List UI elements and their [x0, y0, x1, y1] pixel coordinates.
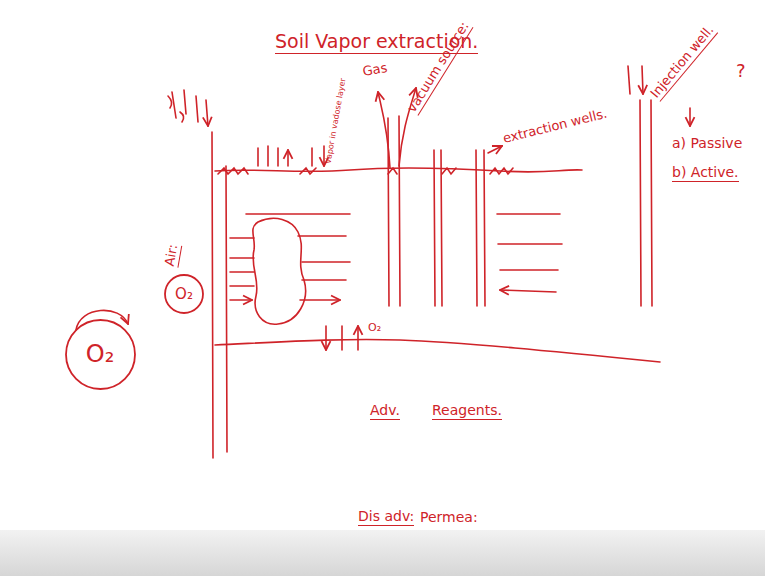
circle-text: O₂	[175, 286, 193, 303]
water-table	[215, 339, 660, 362]
sketch-label: Air:	[162, 243, 182, 268]
flow-arrows	[497, 214, 562, 292]
down-arrows	[628, 66, 643, 94]
sketch-label: b) Active.	[672, 164, 739, 182]
sketch-label: extraction wells.	[501, 106, 608, 147]
sketch-label: ?	[736, 60, 746, 82]
sketch-label: Adv.	[370, 402, 400, 420]
bottom-bar	[0, 530, 765, 576]
pointer-arrow	[488, 146, 502, 153]
sketch-label: a) Passive	[672, 135, 742, 152]
air-arrows	[230, 238, 254, 300]
up-arrows	[258, 146, 288, 166]
ground-hatch	[218, 168, 513, 174]
gas-arrow	[378, 92, 390, 168]
circle-text: O₂	[86, 341, 115, 367]
vapor-arrows	[246, 214, 350, 300]
circle-stroke	[66, 320, 135, 389]
circled-note: O₂	[64, 318, 137, 391]
contaminant-plume	[253, 218, 306, 324]
air-well	[212, 132, 227, 458]
sketch-label: Gas	[361, 60, 388, 80]
exchange-arrows	[326, 326, 358, 350]
circle-stroke	[165, 275, 203, 313]
squiggle	[168, 96, 184, 122]
vacuum-well	[388, 116, 400, 306]
circled-note: O₂	[163, 273, 205, 315]
down-arrow	[689, 108, 691, 126]
sketch-label: Injection well.	[647, 22, 717, 102]
sketch-label: Reagents.	[432, 402, 502, 420]
sketch-label: Vapor in vadose layer	[324, 78, 349, 165]
sketch-lines	[76, 66, 690, 458]
down-arrows	[312, 146, 324, 166]
down-arrows	[172, 90, 208, 126]
injection-well	[640, 100, 652, 306]
sketch-label: Permea:	[420, 509, 478, 526]
sketch-label: Dis adv:	[358, 508, 414, 526]
extraction-wells	[434, 150, 485, 306]
sketch-label: O₂	[368, 321, 381, 334]
